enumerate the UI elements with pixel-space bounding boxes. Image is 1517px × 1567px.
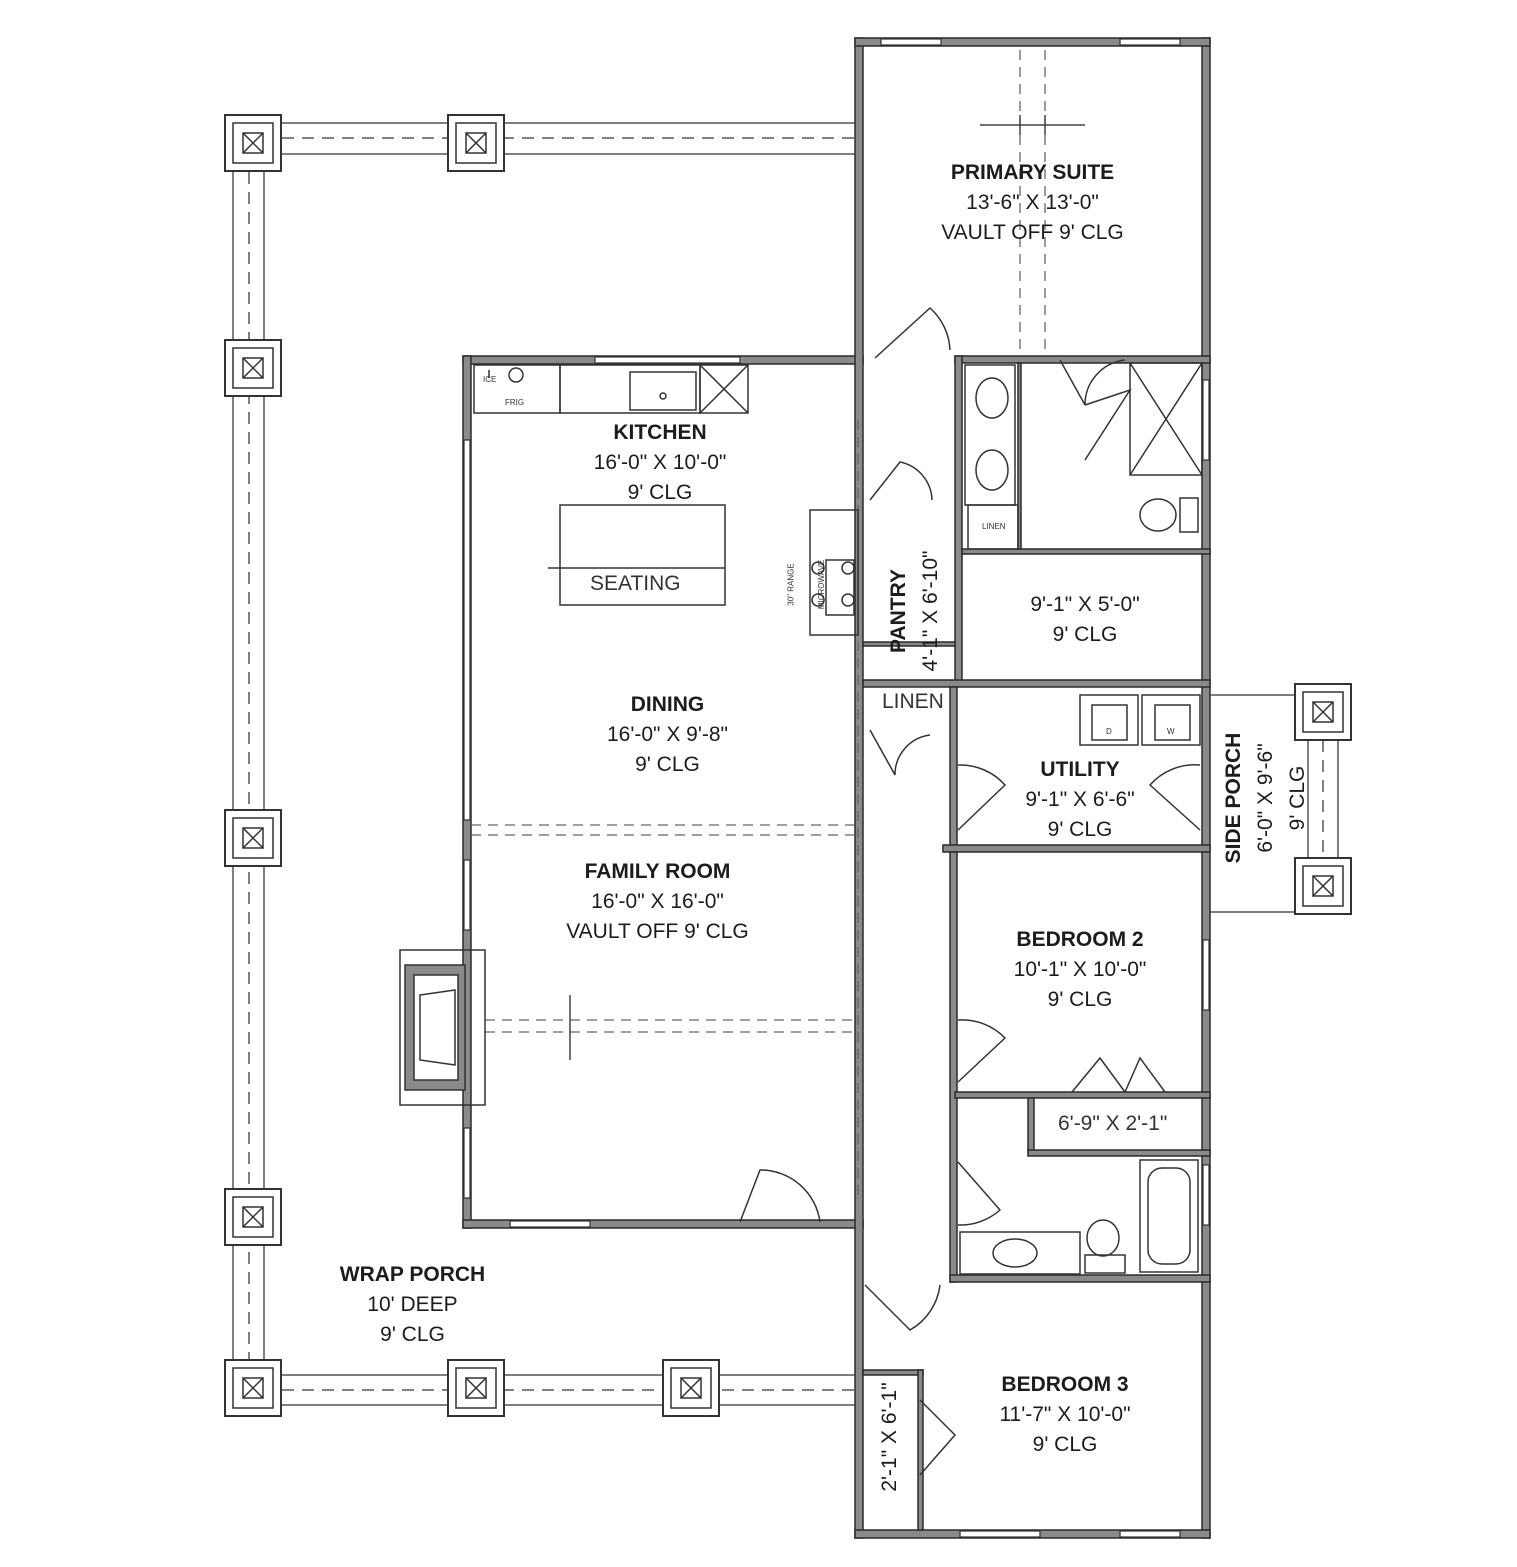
windows <box>463 38 1210 1538</box>
room-ceiling: 9' CLG <box>635 753 700 776</box>
room-kitchen: KITCHEN 16'-0" X 10'-0" 9' CLG <box>565 418 755 508</box>
room-name: WRAP PORCH <box>339 1263 486 1286</box>
ice-label: ICE <box>483 375 497 384</box>
range-label: 30" RANGE <box>786 563 796 606</box>
room-dims: 2'-1" X 6'-1" <box>878 1382 901 1492</box>
room-dims: 10'-1" X 10'-0" <box>1013 958 1147 981</box>
room-name: SIDE PORCH <box>1222 732 1245 864</box>
room-dims: 11'-7" X 10'-0" <box>999 1403 1131 1426</box>
room-ceiling: VAULT OFF 9' CLG <box>566 920 749 943</box>
room-dims: 9'-1" X 6'-6" <box>1025 788 1135 811</box>
room-name: UTILITY <box>1040 758 1120 781</box>
washer-label: W <box>1167 727 1175 736</box>
room-name: BEDROOM 2 <box>1016 928 1144 951</box>
door-swings <box>739 306 1201 1476</box>
room-dining: DINING 16'-0" X 9'-8" 9' CLG <box>575 690 760 780</box>
ceiling-lines <box>471 50 1046 1200</box>
room-dims: 16'-0" X 16'-0" <box>591 890 724 913</box>
room-bedroom-3: BEDROOM 3 11'-7" X 10'-0" 9' CLG <box>980 1370 1150 1460</box>
porch-beams <box>232 122 1339 1406</box>
closet-2-dims: 6'-9" X 2'-1" <box>1058 1112 1168 1135</box>
room-side-porch: SIDE PORCH 6'-0" X 9'-6" 9' CLG <box>1219 708 1311 888</box>
fireplace <box>399 949 486 1106</box>
room-ceiling: 9' CLG <box>1047 818 1113 841</box>
room-ceiling: 9' CLG <box>1286 765 1309 831</box>
room-name: BEDROOM 3 <box>1001 1373 1129 1396</box>
closet-3-dims: 2'-1" X 6'-1" <box>875 1357 905 1517</box>
fridge-label: FRIG <box>505 398 525 407</box>
room-primary-bath: 9'-1" X 5'-0" 9' CLG <box>1000 590 1170 650</box>
room-bedroom-2: BEDROOM 2 10'-1" X 10'-0" 9' CLG <box>995 925 1165 1015</box>
bath-linen-label: LINEN <box>982 522 1006 531</box>
bath-fixtures <box>964 362 1203 550</box>
room-ceiling: 9' CLG <box>1047 988 1113 1011</box>
room-ceiling: 9' CLG <box>627 481 693 504</box>
room-pantry: PANTRY 4'-1" X 6'-10" <box>884 521 946 701</box>
dryer-label: D <box>1106 727 1112 736</box>
room-dims: 9'-1" X 5'-0" <box>1030 593 1140 616</box>
hall-bath-fixtures <box>959 1159 1199 1275</box>
room-linen-hall: LINEN <box>882 690 944 713</box>
room-dims: 4'-1" X 6'-10" <box>919 550 942 672</box>
room-ceiling: 9' CLG <box>380 1323 445 1346</box>
room-dims: 16'-0" X 10'-0" <box>593 451 727 474</box>
room-name: DINING <box>630 693 705 716</box>
room-name: FAMILY ROOM <box>584 860 731 883</box>
vault-arrows <box>569 115 1085 1060</box>
microwave-label: MICROWAVE <box>817 559 827 610</box>
kitchen-counters <box>473 364 859 636</box>
room-dims: 10' DEEP <box>367 1293 458 1316</box>
room-name: KITCHEN <box>613 421 707 444</box>
room-ceiling: 9' CLG <box>1052 623 1118 646</box>
room-ceiling: VAULT OFF 9' CLG <box>941 221 1124 244</box>
room-family-room: FAMILY ROOM 16'-0" X 16'-0" VAULT OFF 9'… <box>550 857 765 947</box>
room-dims: 16'-0" X 9'-8" <box>607 723 728 746</box>
island-seating-label: SEATING <box>590 572 681 595</box>
room-primary-suite: PRIMARY SUITE 13'-6" X 13'-0" VAULT OFF … <box>930 158 1135 248</box>
room-wrap-porch: WRAP PORCH 10' DEEP 9' CLG <box>320 1260 505 1350</box>
room-utility: UTILITY 9'-1" X 6'-6" 9' CLG <box>1000 755 1160 845</box>
room-name: PRIMARY SUITE <box>950 161 1115 184</box>
room-dims: 13'-6" X 13'-0" <box>966 191 1099 214</box>
room-ceiling: 9' CLG <box>1032 1433 1098 1456</box>
laundry <box>1079 694 1201 746</box>
room-dims: 6'-0" X 9'-6" <box>1254 743 1277 853</box>
room-name: PANTRY <box>887 569 910 653</box>
